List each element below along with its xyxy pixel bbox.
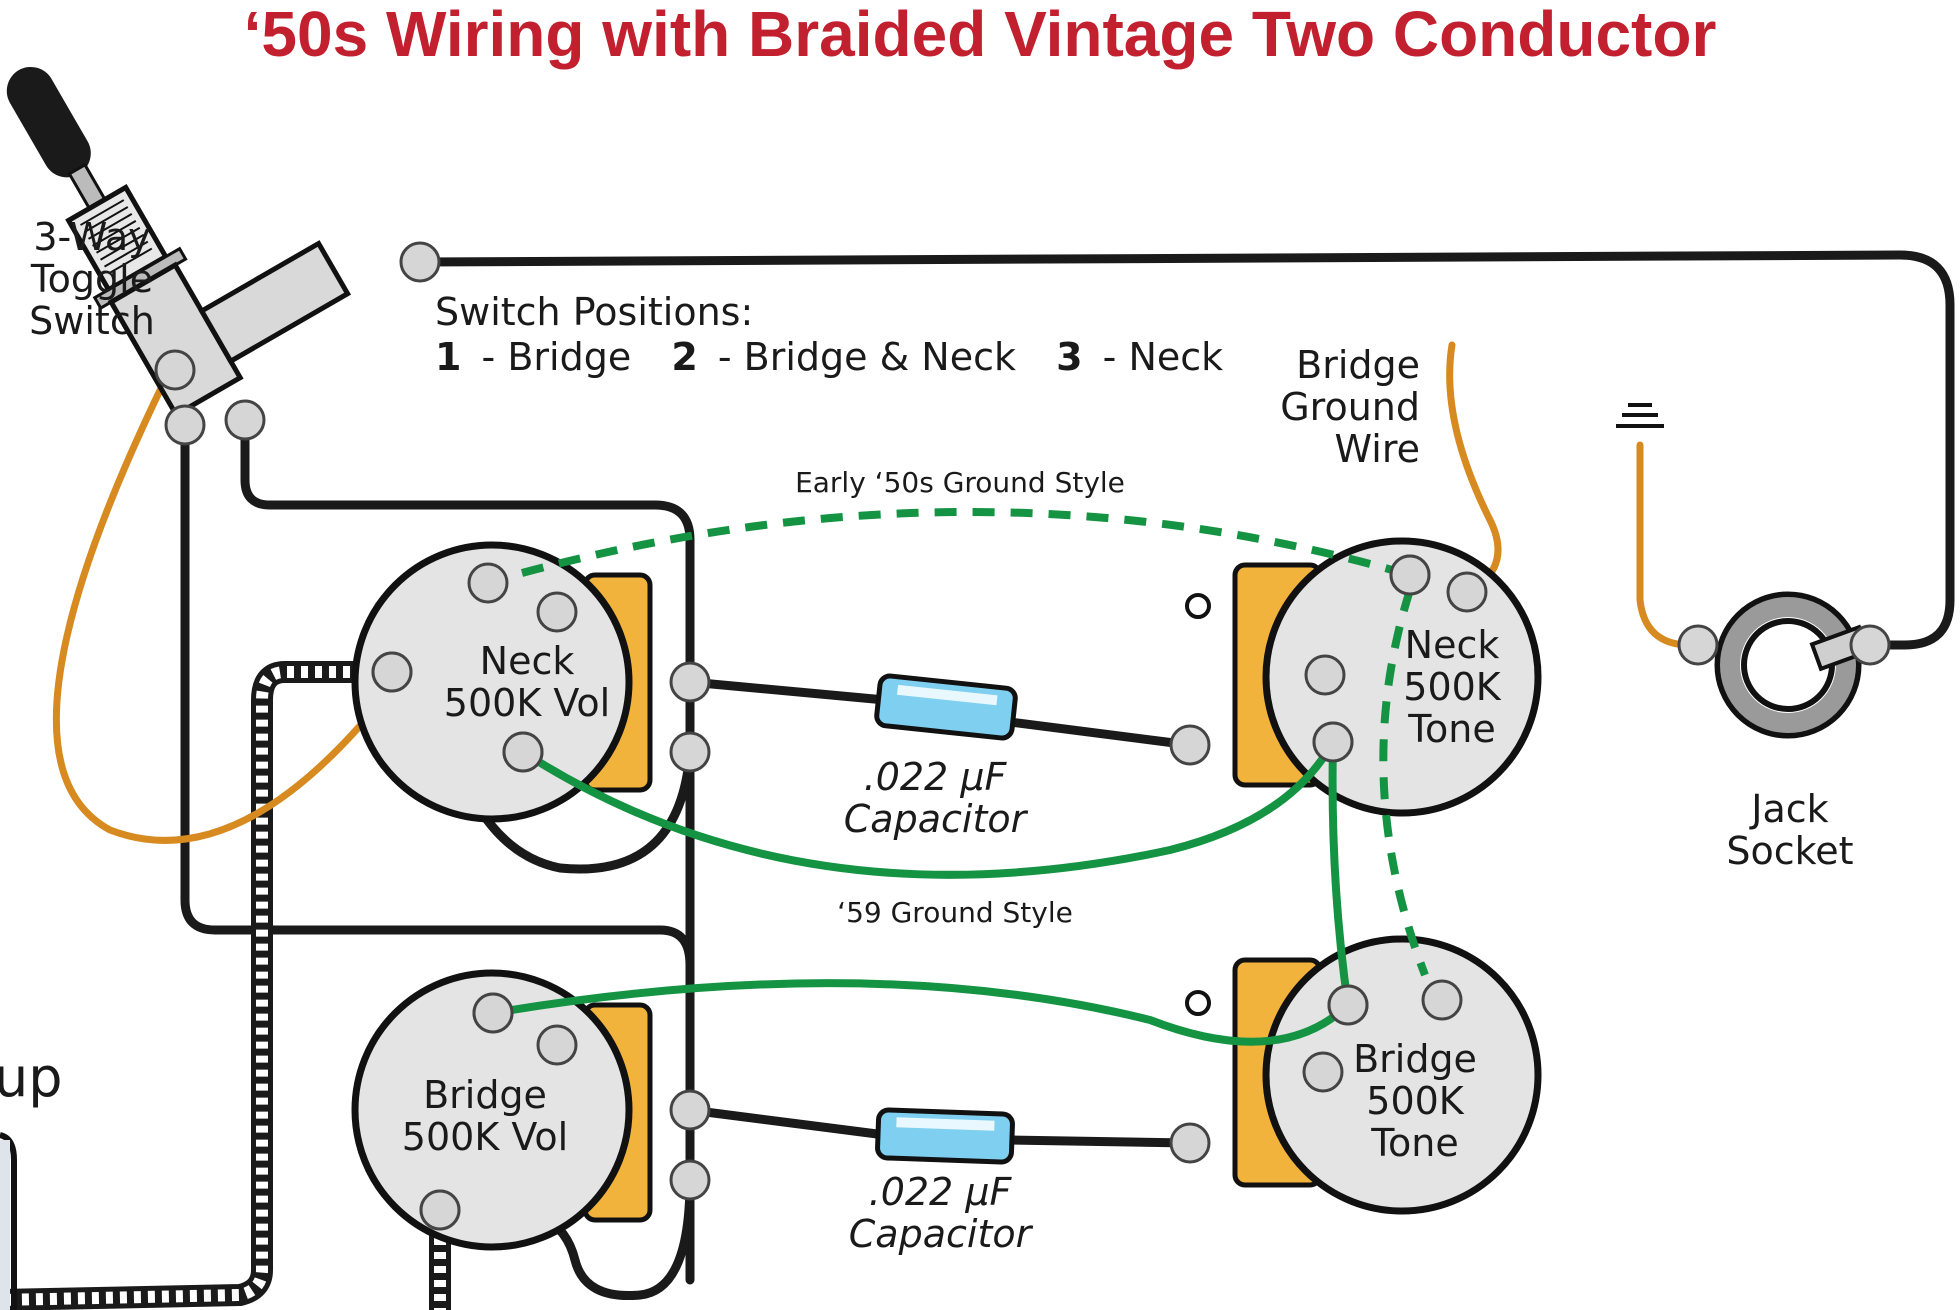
bridge-volume-pot: Bridge 500K Vol [351,969,711,1251]
jack-ground-wire [1636,441,1694,649]
jack-ring [1720,597,1856,733]
bridge-cap-left-wire [685,1105,890,1140]
neck-capacitor-body [874,673,1018,741]
green-wires [489,508,1429,1046]
lug [467,562,509,604]
bridge-vol-label-2: 500K Vol [402,1115,568,1159]
switch-label-3: Switch [29,299,155,343]
pos3-num: 3 [1056,335,1082,379]
lug [669,1159,711,1201]
switch-orange-wire [52,376,394,844]
lug-eyelet [1185,990,1211,1016]
bridge-switch-wire [180,415,695,970]
neck-vol-label-2: 500K Vol [444,681,610,725]
neck-tone-label-1: Neck [1405,623,1500,667]
jack-label-1: Jack [1749,787,1828,831]
jack-lug [1849,624,1891,666]
pos1-num: 1 [435,335,461,379]
cropped-pickup-fragment: up [0,1046,63,1310]
neck-tone-label-2: 500K [1403,665,1502,709]
bridge-tone-label-3: Tone [1370,1121,1458,1165]
switch-positions: Switch Positions: 1 - Bridge 2 - Bridge … [435,290,1223,379]
early-ground-style-label: Early ‘50s Ground Style [795,466,1125,499]
pos3-text: - Neck [1103,335,1224,379]
bridge-ground-label: Bridge Ground Wire [1280,343,1420,471]
switch-lug [399,241,441,283]
lug [1302,1051,1344,1093]
bridge-tone-pot: Bridge 500K Tone [1169,935,1542,1215]
braided-cables [0,661,451,1310]
bridge-tone-label-2: 500K [1366,1079,1465,1123]
neck-volume-pot: Neck 500K Vol [351,541,711,823]
lug [669,661,711,703]
switch-positions-heading: Switch Positions: [435,290,753,334]
59-ground-wire [519,738,1337,879]
neck-cap-value: .022 µF [864,755,1008,799]
lug [536,591,578,633]
bridge-cap-label: Capacitor [849,1212,1034,1256]
switch-positions-list: 1 - Bridge 2 - Bridge & Neck 3 - Neck [435,335,1223,379]
lug [1421,979,1463,1021]
bridge-vol-label-1: Bridge [423,1073,547,1117]
lug-eyelet [1185,593,1211,619]
neck-tone-label-3: Tone [1407,707,1495,751]
bridge-vol-ground-wire [489,979,1352,1046]
jack-socket: Jack Socket [1616,403,1891,873]
neck-switch-wire [240,415,695,1285]
pos2-num: 2 [671,335,697,379]
lug [1169,1122,1211,1164]
switch-tip [6,66,91,178]
jack-lug [1677,624,1719,666]
toggle-switch: 3-Way Toggle Switch [6,66,441,446]
early-50s-ground-dashed-wire [520,508,1412,579]
neck-capacitor: .022 µF Capacitor [844,673,1029,841]
neck-cap-left-wire [685,677,890,705]
lug [536,1024,578,1066]
neck-vol-label-1: Neck [480,639,575,683]
ground-symbol-icon [1616,403,1664,428]
jack-label-2: Socket [1726,829,1853,873]
bridge-cap-value: .022 µF [869,1170,1013,1214]
neck-tone-pot: Neck 500K Tone [1169,537,1542,817]
lug [669,731,711,773]
lug [669,1089,711,1131]
switch-lug [154,349,196,391]
bridge-ground-wire [1446,341,1502,589]
switch-to-jack-wire [415,250,1955,650]
bridge-tone-label-1: Bridge [1353,1037,1477,1081]
lug [1304,654,1346,696]
lug [1446,571,1488,613]
bridge-ground-label-2: Ground [1280,385,1420,429]
lug [1169,724,1211,766]
switch-lug [164,404,206,446]
bridge-ground-label-3: Wire [1335,427,1420,471]
tone-to-tone-ground-wire [1328,738,1352,1009]
switch-label-2: Toggle [30,257,153,301]
diagram-title: ‘50s Wiring with Braided Vintage Two Con… [244,0,1717,70]
top-lugs [371,554,1431,1231]
neck-cap-label: Capacitor [844,797,1029,841]
switch-lug [224,399,266,441]
early-50s-ground-dashed-wire-down [1379,588,1429,977]
bridge-cap-right-wire [1005,1135,1195,1148]
black-wires [180,250,1955,1301]
pos2-text: - Bridge & Neck [718,335,1016,379]
bridge-capacitor: .022 µF Capacitor [849,1107,1034,1256]
59-ground-style-label: ‘59 Ground Style [837,896,1073,929]
neck-cap-right-wire [1005,717,1195,750]
pos1-text: - Bridge [482,335,632,379]
bridge-ground-label-1: Bridge [1296,343,1420,387]
switch-label-1: 3-Way [33,215,150,259]
cropped-pickup-text: up [0,1046,63,1109]
